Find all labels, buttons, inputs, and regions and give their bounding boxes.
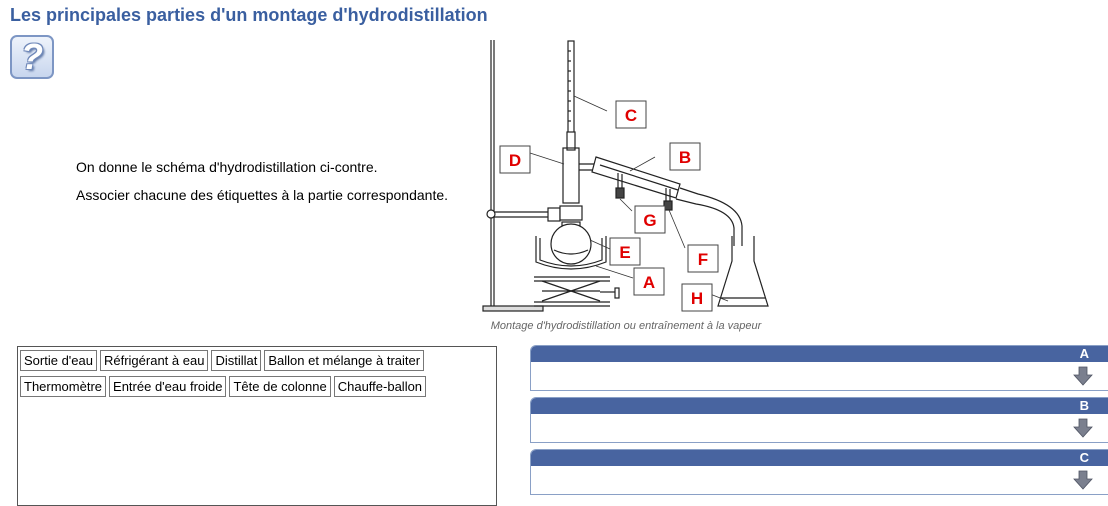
arrow-down-icon: [1073, 366, 1093, 386]
diagram-label-b: B: [679, 148, 691, 167]
dropzone-b-header: B: [531, 398, 1108, 414]
diagram-label-e: E: [619, 243, 630, 262]
diagram-label-d: D: [509, 151, 521, 170]
tag-ballon[interactable]: Ballon et mélange à traiter: [264, 350, 425, 371]
tag-bank: Sortie d'eau Réfrigérant à eau Distillat…: [17, 346, 497, 506]
tag-chauffe-ballon[interactable]: Chauffe-ballon: [333, 376, 427, 397]
instruction-2: Associer chacune des étiquettes à la par…: [76, 187, 449, 203]
dropzone-c[interactable]: C: [530, 449, 1108, 495]
tag-thermometre[interactable]: Thermomètre: [20, 376, 107, 397]
arrow-down-icon: [1073, 418, 1093, 438]
help-question-icon[interactable]: ?: [10, 35, 54, 79]
diagram-label-a: A: [643, 273, 655, 292]
dropzone-a-body[interactable]: [531, 362, 1108, 390]
page-title: Les principales parties d'un montage d'h…: [10, 5, 488, 25]
diagram-label-f: F: [698, 250, 708, 269]
instruction-1: On donne le schéma d'hydrodistillation c…: [76, 159, 378, 175]
arrow-down-icon: [1073, 470, 1093, 490]
diagram-label-h: H: [691, 289, 703, 308]
tag-distillat[interactable]: Distillat: [211, 350, 262, 371]
tag-sortie-eau[interactable]: Sortie d'eau: [20, 350, 97, 371]
dropzone-a-header: A: [531, 346, 1108, 362]
hydrodistillation-diagram: C D B G E F A H: [482, 40, 769, 312]
dropzone-b[interactable]: B: [530, 397, 1108, 443]
diagram-caption: Montage d'hydrodistillation ou entraînem…: [490, 320, 762, 332]
tag-entree-eau[interactable]: Entrée d'eau froide: [109, 376, 227, 397]
dropzone-c-body[interactable]: [531, 466, 1108, 494]
dropzone-c-header: C: [531, 450, 1108, 466]
tag-tete-colonne[interactable]: Tête de colonne: [229, 376, 331, 397]
tag-refrigerant[interactable]: Réfrigérant à eau: [99, 350, 209, 371]
diagram-label-g: G: [643, 211, 656, 230]
diagram-label-c: C: [625, 106, 637, 125]
dropzone-a[interactable]: A: [530, 345, 1108, 391]
dropzone-b-body[interactable]: [531, 414, 1108, 442]
